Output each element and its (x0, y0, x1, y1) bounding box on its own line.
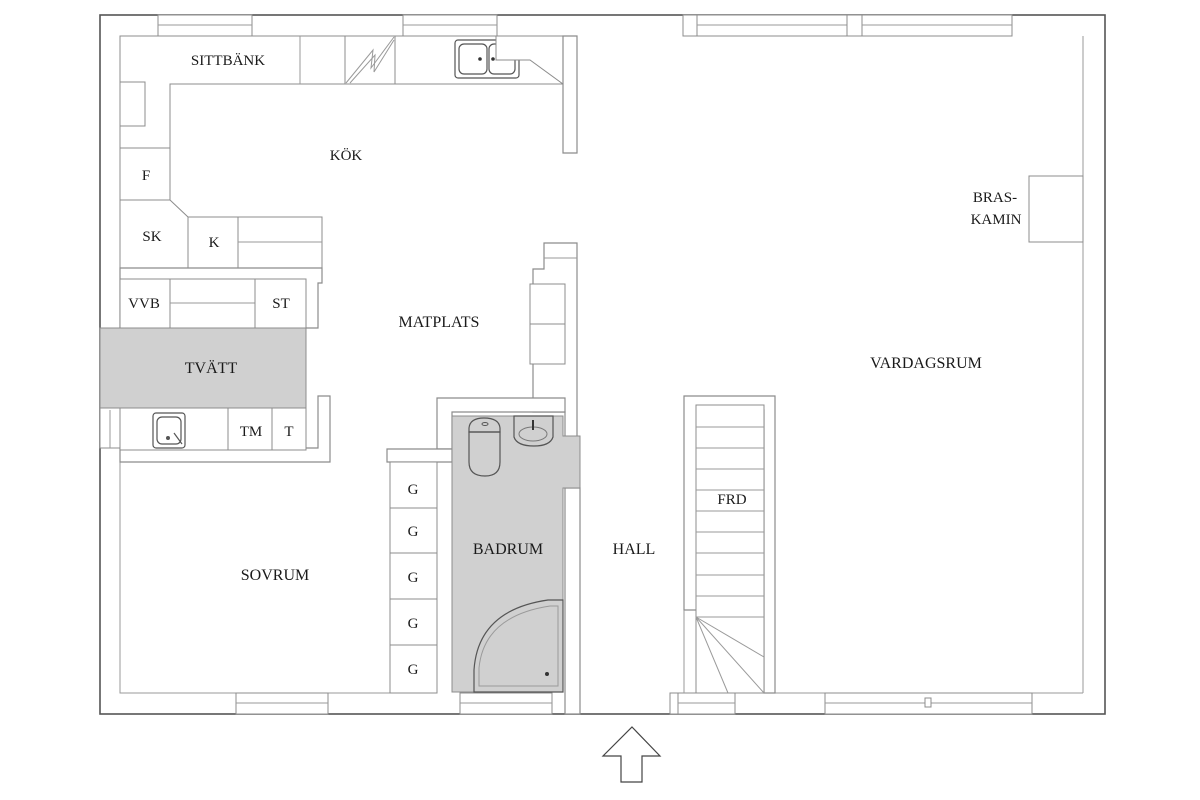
corner-bathtub-icon (473, 599, 564, 693)
laundry-counters (119, 278, 307, 451)
label-wardrobe-5: G (408, 662, 419, 678)
label-bedroom: SOVRUM (241, 567, 309, 584)
toilet-icon (468, 417, 501, 477)
label-sittbank: SITTBÄNK (191, 52, 265, 69)
dining-sideboard (529, 283, 566, 365)
label-st: ST (272, 296, 290, 312)
label-dryer: T (284, 424, 293, 440)
label-kitchen: KÖK (330, 147, 363, 164)
label-wardrobe-2: G (408, 524, 419, 540)
windows-bottom (235, 692, 1033, 715)
label-stairs: FRD (717, 492, 746, 508)
label-washer: TM (240, 424, 263, 440)
label-fireplace-line2: KAMIN (971, 212, 1022, 228)
label-freezer: F (142, 168, 150, 184)
labels: SITTBÄNK KÖK F SK K VVB ST MATPLATS TVÄT… (128, 52, 1021, 678)
wardrobes (389, 461, 438, 694)
kitchen-sink-icon (454, 35, 564, 85)
bathroom (451, 415, 581, 693)
label-dining: MATPLATS (399, 314, 480, 331)
staircase (683, 404, 765, 694)
kitchen-counters (119, 35, 564, 269)
entrance-arrow-icon (601, 726, 662, 783)
label-sk: SK (142, 229, 161, 245)
windows-top (157, 14, 1013, 37)
label-fridge: K (209, 235, 220, 251)
utility-sink-icon (152, 412, 186, 449)
washbasin-icon (513, 415, 554, 447)
label-hall: HALL (613, 541, 656, 558)
label-living-room: VARDAGSRUM (870, 355, 982, 372)
label-wardrobe-1: G (408, 482, 419, 498)
label-laundry: TVÄTT (185, 359, 238, 377)
label-bathroom: BADRUM (473, 541, 543, 558)
label-fireplace-line1: BRAS- (973, 190, 1017, 206)
label-wardrobe-3: G (408, 570, 419, 586)
label-wardrobe-4: G (408, 616, 419, 632)
label-vvb: VVB (128, 296, 160, 312)
stove-icon (344, 35, 396, 85)
laundry-room-fill (99, 327, 307, 409)
